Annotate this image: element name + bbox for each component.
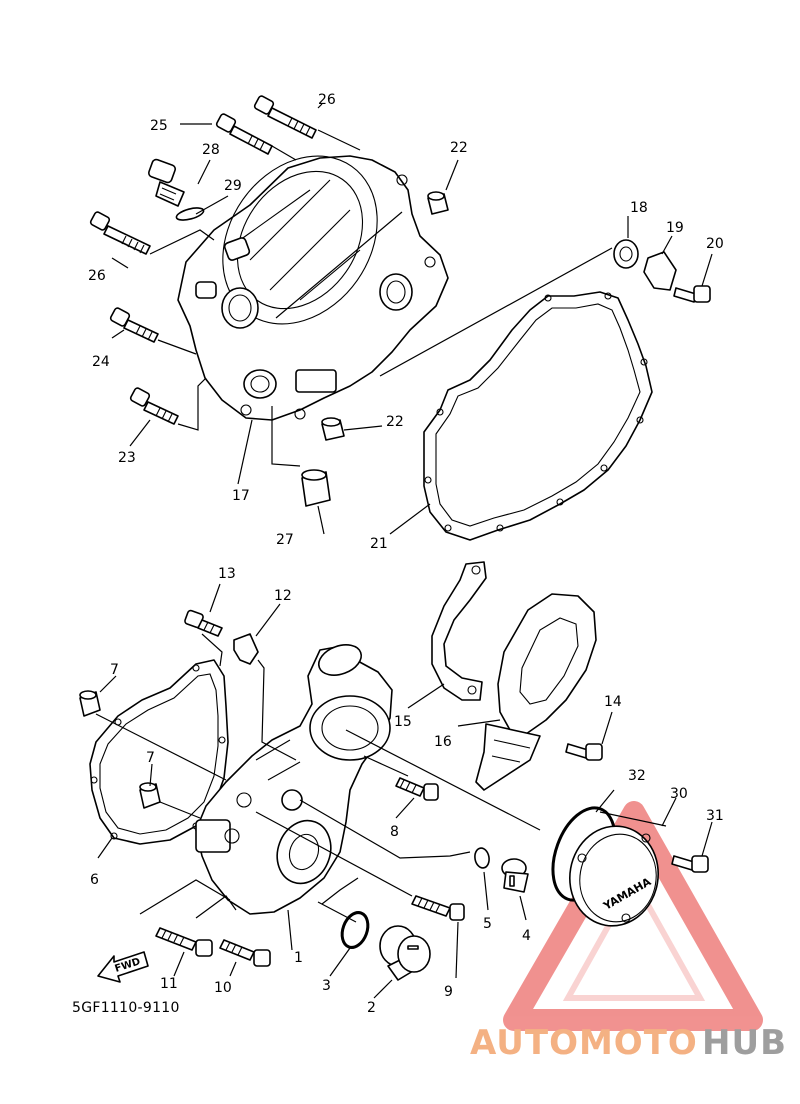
callout-25: 25 — [150, 118, 168, 134]
crankcase-cover-17 — [177, 155, 449, 421]
watermark-logo — [503, 801, 763, 1031]
callout-6: 6 — [90, 872, 99, 888]
bolt-23 — [129, 387, 179, 425]
bolt-9 — [411, 895, 465, 921]
callout-14: 14 — [604, 694, 622, 710]
bolt-25 — [215, 113, 273, 155]
callout-13: 13 — [218, 566, 236, 582]
callout-23: 23 — [118, 450, 136, 466]
callout-7b: 7 — [146, 750, 155, 766]
callout-18: 18 — [630, 200, 648, 216]
bolt-14 — [565, 743, 603, 761]
callout-28: 28 — [202, 142, 220, 158]
upper-leader-lines — [111, 103, 713, 535]
bolt-13 — [184, 609, 223, 637]
callout-31: 31 — [706, 808, 724, 824]
cap-2 — [379, 925, 431, 981]
callout-22a: 22 — [450, 140, 468, 156]
drain-plug-28 — [147, 158, 185, 207]
callout-29: 29 — [224, 178, 242, 194]
bolt-31 — [671, 855, 709, 873]
callout-15: 15 — [394, 714, 412, 730]
callout-4: 4 — [522, 928, 531, 944]
callout-7a: 7 — [110, 662, 119, 678]
callout-24: 24 — [92, 354, 110, 370]
plate-19 — [643, 251, 677, 291]
sprocket-cover-16 — [475, 593, 597, 791]
callout-19: 19 — [666, 220, 684, 236]
bolt-24 — [109, 307, 159, 343]
fwd-arrow-icon: FWD — [97, 951, 149, 983]
o-ring-3 — [340, 911, 370, 949]
watermark-text: AUTOMOTO HUB — [470, 1023, 787, 1063]
grommet-27 — [301, 469, 331, 507]
bolt-10 — [219, 939, 271, 967]
bolt-26-upper — [253, 95, 317, 139]
callout-16: 16 — [434, 734, 452, 750]
dowel-pin-22-upper — [427, 191, 449, 215]
gasket-21 — [423, 291, 653, 541]
callout-5: 5 — [483, 916, 492, 932]
callout-20: 20 — [706, 236, 724, 252]
clamp-12 — [233, 633, 259, 665]
callout-11: 11 — [160, 976, 178, 992]
callout-17: 17 — [232, 488, 250, 504]
bracket-15 — [431, 561, 487, 701]
o-ring-5 — [474, 847, 490, 869]
bolt-11 — [155, 927, 213, 957]
bolt-26-lower — [89, 211, 151, 255]
watermark-part1: AUTOMOTO — [470, 1023, 698, 1063]
callout-3: 3 — [322, 978, 331, 994]
lower-leader-lines — [95, 583, 713, 999]
crankcase-cover-1 — [195, 644, 393, 915]
callout-26b: 26 — [88, 268, 106, 284]
bearing-18 — [613, 239, 639, 269]
plug-4 — [501, 858, 529, 893]
callout-26a: 26 — [318, 92, 336, 108]
callout-32: 32 — [628, 768, 646, 784]
callout-1: 1 — [294, 950, 303, 966]
o-ring-29 — [175, 207, 205, 221]
dowel-7-upper — [79, 690, 101, 717]
callout-2: 2 — [367, 1000, 376, 1016]
bolt-8 — [395, 777, 439, 801]
callout-22b: 22 — [386, 414, 404, 430]
callout-21: 21 — [370, 536, 388, 552]
gasket-6 — [89, 659, 229, 845]
diagram-code: 5GF1110-9110 — [72, 1000, 180, 1016]
watermark-part2: HUB — [702, 1023, 787, 1063]
dowel-pin-22-lower — [321, 417, 345, 441]
callout-12: 12 — [274, 588, 292, 604]
callout-labels: 1 2 3 4 5 6 7 7 8 9 10 11 12 13 14 15 16… — [88, 92, 724, 1016]
callout-30: 30 — [670, 786, 688, 802]
bolt-20 — [673, 285, 711, 303]
callout-10: 10 — [214, 980, 232, 996]
cover-30: YAMAHA — [569, 825, 659, 927]
callout-8: 8 — [390, 824, 399, 840]
callout-9: 9 — [444, 984, 453, 1000]
callout-27: 27 — [276, 532, 294, 548]
